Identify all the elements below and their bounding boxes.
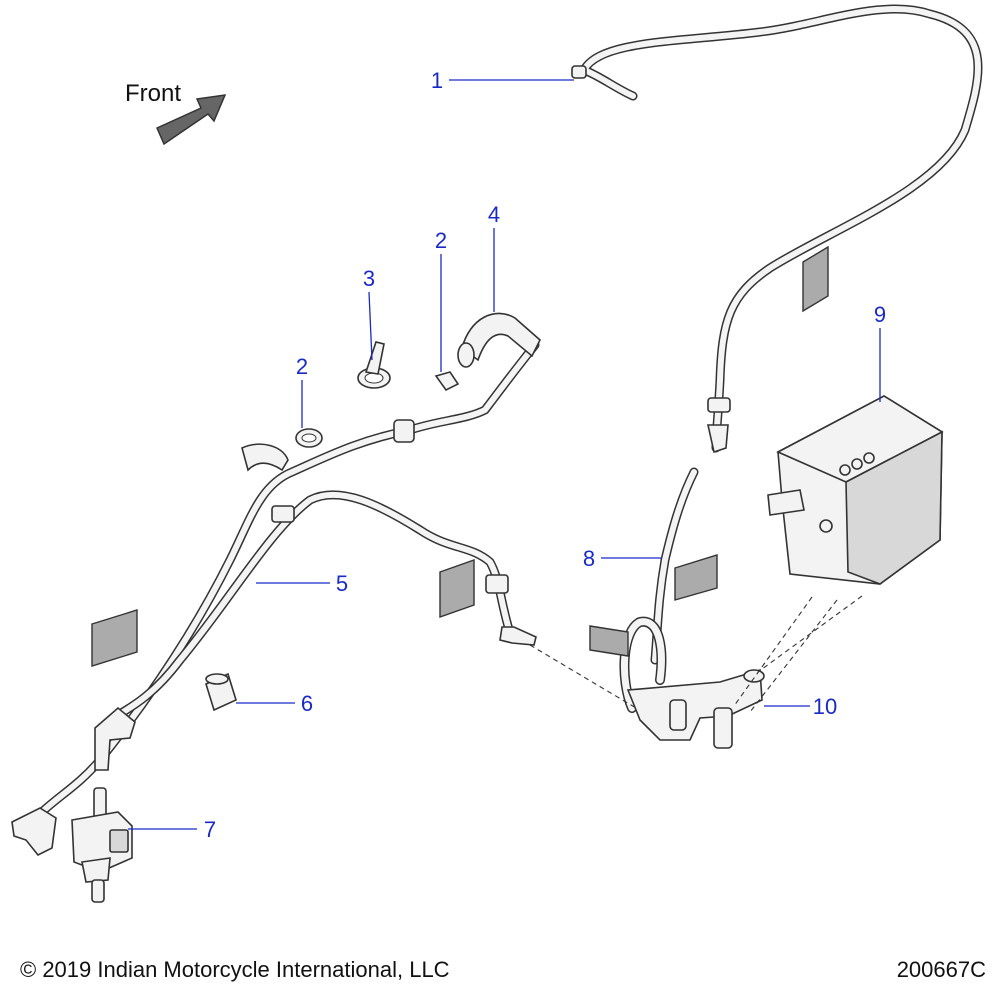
callout-1: 1 bbox=[431, 68, 443, 93]
part-10-vent-tee bbox=[589, 616, 765, 749]
drawing-number: 200667C bbox=[896, 957, 986, 982]
routing-tag-icon bbox=[91, 609, 138, 667]
callout-2b: 2 bbox=[435, 228, 447, 253]
part-6-sleeve bbox=[205, 672, 237, 712]
hose-clamp-icon bbox=[271, 505, 295, 523]
part-8-canister-hose bbox=[650, 467, 718, 665]
part-2-clamp-a bbox=[295, 428, 323, 448]
assembly-lines bbox=[529, 595, 863, 713]
part-1-vent-hose bbox=[571, 4, 983, 454]
elbow-fitting-icon bbox=[461, 312, 541, 362]
front-arrow: Front bbox=[125, 80, 227, 146]
hose-elbow-icon bbox=[707, 424, 729, 454]
callout-6: 6 bbox=[301, 691, 313, 716]
callout-4: 4 bbox=[488, 202, 500, 227]
callout-10: 10 bbox=[813, 694, 837, 719]
part-3-spring-clamp bbox=[357, 341, 391, 389]
hose-clamp-icon bbox=[393, 419, 415, 443]
routing-tag-icon bbox=[674, 554, 718, 601]
part-4-hose-elbow bbox=[11, 312, 541, 857]
part-5-purge-hose bbox=[94, 490, 537, 771]
hose-elbow-icon bbox=[11, 807, 57, 857]
callout-7: 7 bbox=[204, 817, 216, 842]
routing-tag-icon bbox=[802, 245, 829, 313]
leader-lines bbox=[128, 79, 881, 830]
part-2-clamp-b bbox=[434, 371, 460, 392]
copyright-notice: © 2019 Indian Motorcycle International, … bbox=[20, 957, 450, 982]
hose-elbow-icon bbox=[241, 443, 289, 472]
hose-clamp-icon bbox=[707, 397, 731, 413]
part-9-evap-canister bbox=[767, 395, 944, 585]
elbow-end-icon bbox=[457, 342, 475, 368]
callout-3: 3 bbox=[363, 266, 375, 291]
part-7-purge-valve bbox=[71, 787, 133, 903]
callout-8: 8 bbox=[583, 546, 595, 571]
hose-clamp-icon bbox=[485, 574, 509, 594]
front-label: Front bbox=[125, 80, 181, 107]
callout-2a: 2 bbox=[296, 354, 308, 379]
routing-tag-icon bbox=[589, 625, 629, 657]
routing-tag-icon bbox=[439, 559, 475, 618]
hose-clamp-icon bbox=[571, 65, 587, 79]
hose-fitting-icon bbox=[499, 626, 537, 646]
hose-elbow-icon bbox=[94, 706, 136, 771]
callout-9: 9 bbox=[874, 302, 886, 327]
callout-5: 5 bbox=[336, 571, 348, 596]
